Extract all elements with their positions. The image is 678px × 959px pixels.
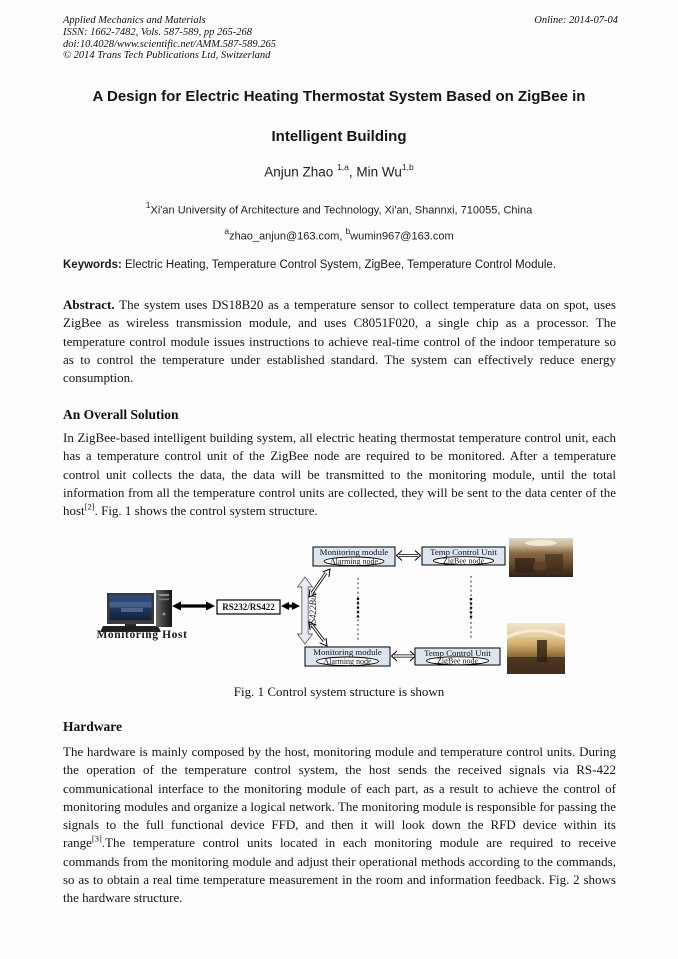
citation-ref-2: [2] (84, 501, 95, 512)
email-line: azhao_anjun@163.com, bwumin967@163.com (0, 226, 678, 243)
email-a-address: zhao_anjun@163.com (229, 230, 340, 243)
zigbee-node-label-upper: ZigBee node (443, 556, 485, 565)
rs232-rs422-box: RS232/RS422 (216, 599, 281, 615)
affiliation-line: 1Xi'an University of Architecture and Te… (0, 200, 678, 217)
zigbee-node-label-lower: ZigBee node (437, 657, 479, 666)
monitoring-host-icon: Monitoring Host (96, 590, 187, 641)
monitor-stand (125, 624, 136, 628)
tower-power-button (162, 612, 166, 616)
bus-lower-module-arrow (308, 621, 328, 647)
figure-1: Monitoring Host RS232/RS422 (63, 536, 616, 684)
rs422-bus-label: RS422Bus (308, 592, 318, 630)
overall-solution-paragraph: In ZigBee-based intelligent building sys… (63, 429, 616, 520)
monitoring-module-label-lower: Monitoring module (313, 647, 382, 657)
keyboard-icon (100, 626, 161, 632)
abstract-label: Abstract. (63, 297, 115, 312)
room-photo-lower (506, 623, 566, 674)
email-a-superscript: a (224, 226, 230, 236)
room-photo-upper (509, 538, 573, 577)
keywords-text: Electric Heating, Temperature Control Sy… (121, 259, 557, 271)
author-2-name: Min Wu (356, 164, 402, 180)
bus-upper-module-arrow (308, 568, 331, 598)
abstract-text: The system uses DS18B20 as a temperature… (63, 297, 616, 386)
monitoring-host-label: Monitoring Host (96, 629, 187, 641)
affiliation-superscript: 1 (145, 200, 151, 210)
alarming-node-oval-upper (323, 556, 385, 567)
section-heading-overall-solution: An Overall Solution (63, 407, 179, 422)
section-heading-hardware: Hardware (63, 719, 122, 734)
journal-copyright: © 2014 Trans Tech Publications Ltd, Swit… (63, 50, 271, 62)
alarming-node-oval-lower (316, 656, 379, 667)
alarming-node-label-upper: Alarming node (330, 557, 379, 566)
zigbee-node-oval-lower (426, 656, 489, 666)
journal-issn: ISSN: 1662-7482, Vols. 587-589, pp 265-2… (63, 26, 252, 38)
hardware-text: The hardware is mainly composed by the h… (63, 744, 616, 851)
paper-title-line2: Intelligent Building (271, 128, 407, 145)
affiliation-text: Xi'an University of Architecture and Tec… (150, 204, 533, 217)
temp-control-unit-box-lower: Temp Control Unit ZigBee node (414, 647, 501, 666)
rs232-rs422-label: RS232/RS422 (222, 602, 275, 612)
tower-drive-slot-2 (159, 598, 169, 601)
author-2-superscript: 1,b (401, 162, 414, 172)
email-separator: , (339, 230, 346, 243)
author-1-name: Anjun Zhao (264, 164, 338, 180)
control-system-diagram: Monitoring Host RS232/RS422 (96, 538, 573, 674)
overall-solution-text-after-ref: . Fig. 1 shows the control system struct… (94, 503, 318, 519)
author-line: Anjun Zhao 1,a, Min Wu1,b (0, 162, 678, 180)
email-b-address: wumin967@163.com (350, 230, 454, 243)
monitor-screen-detail (121, 608, 143, 612)
abstract-paragraph: Abstract. The system uses DS18B20 as a t… (63, 296, 616, 387)
journal-header: Applied Mechanics and Materials ISSN: 16… (63, 15, 618, 62)
module-temp-arrow-upper (395, 550, 422, 561)
monitoring-module-label-upper: Monitoring module (320, 547, 389, 557)
paper-title-line1: A Design for Electric Heating Thermostat… (92, 88, 586, 105)
hardware-text-after-ref: .The temperature control units located i… (63, 835, 616, 906)
journal-doi: doi:10.4028/www.scientific.net/AMM.587-5… (63, 38, 276, 50)
citation-ref-3: [3] (91, 834, 102, 845)
author-separator: , (348, 164, 357, 180)
hardware-paragraph: The hardware is mainly composed by the h… (63, 743, 616, 908)
monitor-screen-highlight (109, 602, 152, 608)
monitoring-module-box-upper: Monitoring module Alarming node (312, 546, 396, 567)
journal-header-left: Applied Mechanics and Materials ISSN: 16… (63, 15, 276, 62)
keywords-label: Keywords: (63, 259, 122, 271)
module-temp-arrow-lower (390, 650, 417, 662)
tower-drive-slot (159, 594, 169, 596)
author-1-superscript: 1,a (337, 162, 349, 172)
journal-name: Applied Mechanics and Materials (63, 15, 206, 26)
online-date: Online: 2014-07-04 (534, 15, 618, 26)
figure-1-caption: Fig. 1 Control system structure is shown (233, 684, 445, 699)
overall-solution-text: In ZigBee-based intelligent building sys… (63, 430, 616, 519)
temp-control-unit-label-upper: Temp Control Unit (430, 547, 497, 557)
monitoring-module-box-lower: Monitoring module Alarming node (304, 646, 391, 667)
ellipsis-dotted-lines (356, 576, 473, 640)
monitor-screen (109, 595, 152, 620)
keywords-line: Keywords: Electric Heating, Temperature … (63, 259, 617, 271)
rs-bus-arrow (281, 602, 300, 610)
email-b-superscript: b (345, 226, 351, 236)
temp-control-unit-box-upper: Temp Control Unit ZigBee node (421, 546, 506, 566)
temp-control-unit-label-lower: Temp Control Unit (424, 648, 491, 658)
zigbee-node-oval-upper (433, 556, 494, 566)
rs422-bus-arrow: RS422Bus (296, 576, 318, 645)
host-rs-arrow (172, 601, 215, 611)
paper-title: A Design for Electric Heating Thermostat… (30, 88, 648, 145)
alarming-node-label-lower: Alarming node (323, 657, 372, 666)
